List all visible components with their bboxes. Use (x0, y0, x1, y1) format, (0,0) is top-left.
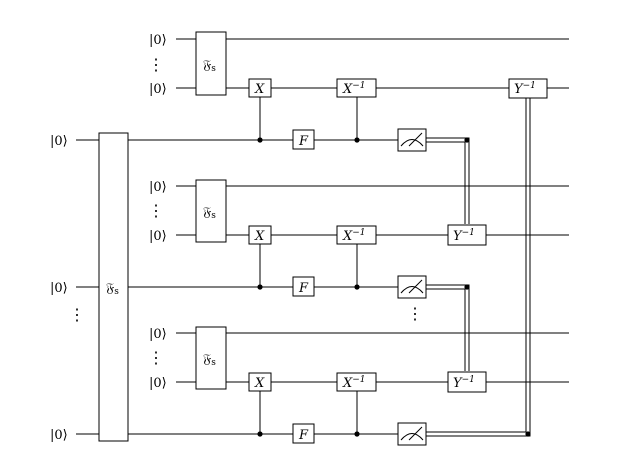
svg-text:Y−1: Y−1 (453, 375, 475, 391)
x-inverse-sup: −1 (352, 228, 365, 238)
vdots-g3: ⋮ (148, 348, 164, 367)
x-inverse-gate-g1: X−1 (336, 78, 377, 98)
fourier-g3-sub: s (211, 358, 216, 368)
fourier-g1-symbol: 𝔉 (203, 58, 211, 73)
classical-wire-3b (426, 98, 531, 437)
input-kets: |0⟩ ⋮ |0⟩ |0⟩ |0⟩ ⋮ |0⟩ |0⟩ ⋮ |0⟩ ⋮ |0⟩ … (50, 33, 423, 443)
classical-control-dot (525, 431, 531, 437)
svg-text:𝔉s: 𝔉s (203, 352, 216, 368)
x-gate-g1: X (248, 78, 272, 98)
control-dot (354, 284, 360, 290)
ket-main-3: |0⟩ (50, 428, 68, 443)
vdots-g1: ⋮ (148, 55, 164, 74)
y-inverse-gate-g3: Y−1 (447, 371, 487, 393)
classical-wire-1b (426, 141, 466, 224)
x-inverse-sup: −1 (352, 81, 365, 91)
x-gate-label: X (254, 82, 265, 97)
measurement-meter-3 (397, 422, 427, 446)
ket-g1-bottom: |0⟩ (149, 82, 167, 97)
x-inverse-base: X (342, 376, 353, 391)
svg-text:X−1: X−1 (342, 81, 366, 97)
fourier-gate-main: 𝔉s (98, 132, 129, 442)
meter-icon (400, 286, 424, 294)
y-inverse-sup: −1 (462, 228, 475, 238)
x-inverse-base: X (342, 229, 353, 244)
svg-text:Y−1: Y−1 (514, 81, 536, 97)
ket-g2-bottom: |0⟩ (149, 229, 167, 244)
svg-text:X−1: X−1 (342, 228, 366, 244)
x-inverse-base: X (342, 82, 353, 97)
fourier-g1-sub: s (211, 64, 216, 74)
svg-text:𝔉s: 𝔉s (203, 205, 216, 221)
meter-needle (408, 132, 423, 147)
control-dot (354, 137, 360, 143)
svg-text:Y−1: Y−1 (453, 228, 475, 244)
measurement-meter-2 (397, 275, 427, 299)
f-gate-label: F (298, 281, 309, 296)
y-inverse-base: Y (453, 229, 463, 244)
fourier-main-sub: s (114, 287, 119, 297)
fourier-gate-g1: 𝔉s (195, 31, 227, 96)
classical-wire-2b (426, 288, 466, 371)
control-dot (257, 284, 263, 290)
fourier-g2-symbol: 𝔉 (203, 205, 211, 220)
ket-main-1: |0⟩ (50, 134, 68, 149)
controls (257, 97, 531, 437)
vdots-main: ⋮ (69, 305, 85, 324)
meter-icon (400, 139, 424, 147)
y-inverse-base: Y (453, 376, 463, 391)
control-dot (257, 137, 263, 143)
y-inverse-sup: −1 (462, 375, 475, 385)
svg-text:X−1: X−1 (342, 375, 366, 391)
f-gate-label: F (298, 134, 309, 149)
svg-text:𝔉s: 𝔉s (203, 58, 216, 74)
fourier-g2-sub: s (211, 211, 216, 221)
x-gate-g2: X (248, 225, 272, 245)
y-inverse-gate-g1: Y−1 (508, 78, 548, 99)
measurement-meter-1 (397, 128, 427, 152)
control-dot (257, 431, 263, 437)
classical-wire-2a (426, 284, 470, 371)
x-gate-label: X (254, 229, 265, 244)
y-inverse-gate-g2: Y−1 (447, 224, 487, 246)
ket-g1-top: |0⟩ (149, 33, 167, 48)
fourier-gate-g2: 𝔉s (195, 179, 227, 243)
ket-g3-top: |0⟩ (149, 327, 167, 342)
meter-needle (408, 426, 423, 441)
x-inverse-gate-g2: X−1 (336, 225, 377, 245)
control-dot (354, 431, 360, 437)
f-gate-3: F (292, 423, 315, 444)
f-gate-label: F (298, 428, 309, 443)
x-inverse-sup: −1 (352, 375, 365, 385)
x-gate-label: X (254, 376, 265, 391)
vdots-measurement: ⋮ (407, 304, 423, 323)
fourier-gate-g3: 𝔉s (195, 326, 227, 390)
fourier-main-symbol: 𝔉 (106, 281, 114, 296)
ket-g2-top: |0⟩ (149, 180, 167, 195)
classical-wire-1a (426, 137, 470, 224)
svg-text:𝔉s: 𝔉s (106, 281, 119, 297)
x-inverse-gate-g3: X−1 (336, 372, 377, 392)
classical-control-dot (464, 137, 470, 143)
meter-needle (408, 279, 423, 294)
ket-main-2: |0⟩ (50, 281, 68, 296)
y-inverse-sup: −1 (523, 81, 536, 91)
f-gate-1: F (292, 129, 315, 150)
fourier-g3-symbol: 𝔉 (203, 352, 211, 367)
classical-wires (426, 98, 531, 437)
classical-control-dot (464, 284, 470, 290)
classical-wire-3a (426, 98, 527, 433)
vdots-g2: ⋮ (148, 201, 164, 220)
x-gate-g3: X (248, 372, 272, 392)
ket-g3-bottom: |0⟩ (149, 376, 167, 391)
y-inverse-base: Y (514, 82, 524, 97)
f-gate-2: F (292, 276, 315, 297)
meter-icon (400, 433, 424, 441)
